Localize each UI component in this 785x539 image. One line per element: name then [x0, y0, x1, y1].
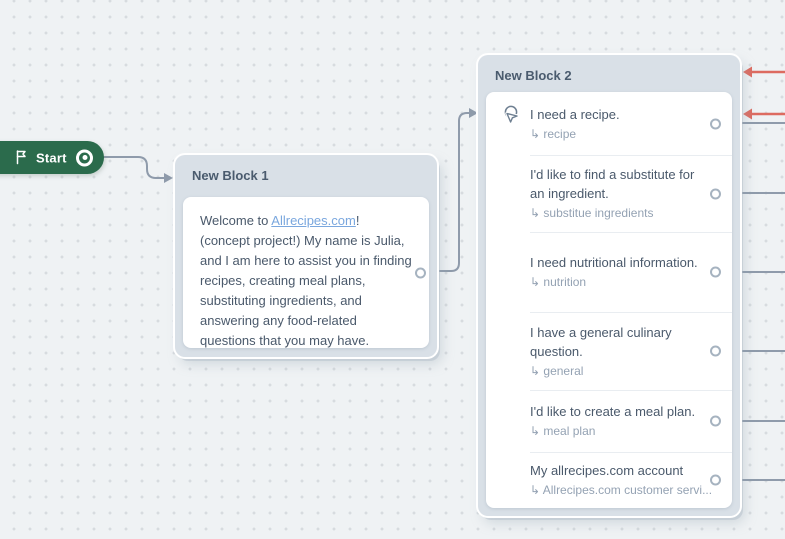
incoming-connector-block2-item1[interactable] — [743, 108, 785, 120]
connector-start-to-block1[interactable] — [103, 156, 173, 183]
block1-title: New Block 1 — [192, 167, 269, 183]
item-label: I need nutritional information. — [530, 255, 698, 270]
item-goto-label: ↳ Allrecipes.com customer servi... — [530, 483, 713, 497]
block2-buttons-card: I need a recipe. ↳ recipe I'd like to fi… — [486, 92, 732, 508]
item6-output-port[interactable] — [710, 474, 721, 486]
arrowhead-right-icon — [469, 108, 478, 118]
incoming-connector-block2-header[interactable] — [743, 66, 785, 78]
item-label: I'd like to create a meal plan. — [530, 404, 696, 419]
connector-block1-to-block2[interactable] — [427, 108, 478, 272]
block1-message-card[interactable]: Welcome to Allrecipes.com! (concept proj… — [183, 197, 429, 348]
item5-output-port[interactable] — [710, 415, 721, 427]
item-goto-label: ↳ general — [530, 363, 584, 378]
item3-output-port[interactable] — [710, 266, 721, 278]
item2-output-port[interactable] — [710, 188, 721, 199]
block-new-block-2[interactable]: New Block 2 I need a recipe. ↳ recipe I'… — [478, 55, 740, 516]
row-divider — [530, 390, 732, 391]
row-divider — [530, 155, 732, 156]
button-item-substitute[interactable]: I'd like to find a substitute for an ing… — [486, 155, 732, 232]
button-item-recipe[interactable]: I need a recipe. ↳ recipe — [486, 92, 732, 155]
row-divider — [530, 312, 732, 313]
item-label: I need a recipe. — [530, 106, 620, 122]
item1-output-port[interactable] — [710, 118, 721, 129]
button-item-meal-plan[interactable]: I'd like to create a meal plan. ↳ meal p… — [486, 390, 732, 452]
block-new-block-1[interactable]: New Block 1 Welcome to Allrecipes.com! (… — [175, 155, 437, 357]
row-divider — [530, 232, 732, 233]
item-goto-label: ↳ recipe — [530, 126, 577, 141]
message-text-before: Welcome to — [200, 213, 272, 228]
arrowhead-left-icon — [743, 66, 752, 78]
item-label: My allrecipes.com account — [530, 463, 684, 478]
button-item-account[interactable]: My allrecipes.com account ↳ Allrecipes.c… — [486, 452, 732, 508]
cursor-click-icon — [501, 104, 521, 129]
item-goto-label: ↳ substitue ingredients — [530, 206, 654, 220]
start-node[interactable]: Start — [0, 141, 104, 174]
block1-message-text: Welcome to Allrecipes.com! (concept proj… — [200, 211, 412, 351]
button-item-nutrition[interactable]: I need nutritional information. ↳ nutrit… — [486, 232, 732, 312]
item-label: I'd like to find a substitute for an ing… — [530, 167, 695, 201]
item-goto-label: ↳ nutrition — [530, 275, 587, 289]
block2-title: New Block 2 — [495, 67, 572, 83]
button-item-general[interactable]: I have a general culinary question. ↳ ge… — [486, 312, 732, 390]
start-node-label: Start — [36, 150, 67, 165]
arrowhead-left-icon — [743, 108, 752, 120]
allrecipes-link[interactable]: Allrecipes.com — [271, 213, 356, 228]
flag-icon — [14, 149, 28, 170]
start-output-port[interactable] — [76, 149, 93, 166]
block1-output-port[interactable] — [415, 267, 426, 278]
row-divider — [530, 452, 732, 453]
item-label: I have a general culinary question. — [530, 324, 672, 359]
message-text-after: ! (concept project!) My name is Julia, a… — [200, 213, 412, 348]
item-goto-label: ↳ meal plan — [530, 424, 596, 438]
item4-output-port[interactable] — [710, 345, 721, 357]
arrowhead-right-icon — [164, 173, 173, 183]
